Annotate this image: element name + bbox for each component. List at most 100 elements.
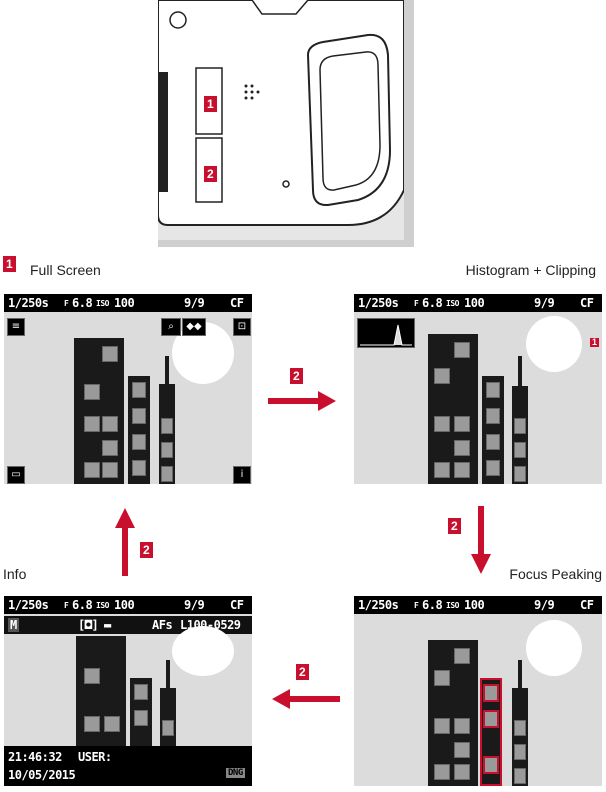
tower-spire (166, 660, 170, 690)
window (486, 434, 500, 450)
window (486, 460, 500, 476)
tower (512, 386, 528, 484)
window (514, 418, 526, 434)
shutter-speed: 1/250s (358, 598, 399, 612)
info-bar-bottom: 21:46:32 USER: 10/05/2015 DNG (4, 746, 252, 786)
shutter-speed: 1/250s (358, 296, 399, 310)
window (84, 416, 100, 432)
screen-focus-peaking: 1/250s F 6.8 ISO 100 9/9 CF (354, 596, 602, 786)
building-tall (74, 338, 124, 484)
iso-prefix: ISO (96, 601, 109, 610)
status-bar: 1/250s F 6.8 ISO 100 9/9 CF (354, 294, 602, 312)
card-type: CF (580, 598, 594, 612)
histogram-label: Histogram + Clipping (465, 262, 596, 278)
arrow-up (115, 508, 135, 576)
window (514, 744, 526, 760)
metering-icon: [◘] (78, 618, 99, 632)
iso: 100 (114, 296, 135, 310)
screen-info: 1/250s F 6.8 ISO 100 9/9 CF M [◘] ▬ AFs … (4, 596, 252, 786)
window (132, 434, 146, 450)
frame-count: 9/9 (534, 296, 555, 310)
aperture: 6.8 (72, 296, 93, 310)
tower-spire (518, 356, 522, 388)
shutter-speed: 1/250s (8, 296, 49, 310)
window (102, 416, 118, 432)
arrow-down-badge: 2 (448, 518, 461, 534)
window (132, 460, 146, 476)
window (514, 768, 526, 784)
window (434, 462, 450, 478)
info-label: Info (3, 566, 27, 582)
capture-date: 10/05/2015 (8, 768, 76, 782)
window (84, 384, 100, 400)
format-icon: DNG (226, 768, 245, 778)
peaking-window (483, 756, 499, 774)
histogram-graph (360, 324, 412, 346)
moon (526, 620, 582, 676)
frame-count: 9/9 (184, 598, 205, 612)
status-bar: 1/250s F 6.8 ISO 100 9/9 CF (4, 596, 252, 614)
full-screen-label: Full Screen (30, 262, 101, 278)
window (514, 720, 526, 736)
arrow-left (272, 689, 340, 709)
zoom-icon[interactable]: ⌕ (161, 318, 181, 336)
iso-prefix: ISO (446, 601, 459, 610)
window (84, 716, 100, 732)
iso: 100 (464, 296, 485, 310)
status-bar: 1/250s F 6.8 ISO 100 9/9 CF (4, 294, 252, 312)
window (132, 408, 146, 424)
window (434, 670, 450, 686)
arrow-up-badge: 2 (140, 542, 153, 558)
window (454, 416, 470, 432)
window (454, 718, 470, 734)
window (161, 418, 173, 434)
aperture-prefix: F (64, 601, 69, 610)
window (134, 710, 148, 726)
aperture: 6.8 (422, 598, 443, 612)
window (514, 466, 526, 482)
window (454, 764, 470, 780)
aperture-prefix: F (64, 299, 69, 308)
window (454, 462, 470, 478)
arrow-right (268, 391, 336, 411)
window (454, 440, 470, 456)
iso: 100 (114, 598, 135, 612)
clipping-marker: 1 (590, 337, 600, 347)
white-balance-icon: ▬ (104, 618, 111, 632)
building-tall (428, 640, 478, 786)
window (84, 462, 100, 478)
window (434, 416, 450, 432)
building-middle (482, 376, 504, 484)
camera-illustration: 1 2 (158, 0, 414, 247)
peaking-window (483, 684, 499, 702)
window (434, 718, 450, 734)
shutter-speed: 1/250s (8, 598, 49, 612)
window (161, 442, 173, 458)
window (454, 342, 470, 358)
iso-prefix: ISO (446, 299, 459, 308)
menu-icon[interactable]: ≡ (7, 318, 25, 336)
view-icon[interactable]: ◆◆ (182, 318, 206, 336)
full-screen-badge: 1 (3, 256, 16, 272)
screen-full-screen: 1/250s F 6.8 ISO 100 9/9 CF ≡ ⌕ ◆◆ ⊡ ▭ i (4, 294, 252, 484)
protect-icon[interactable]: ⊡ (233, 318, 251, 336)
iso-prefix: ISO (96, 299, 109, 308)
camera-body-drawing (158, 0, 414, 247)
play-mode-icon[interactable]: ▭ (7, 466, 25, 484)
user-label: USER: (78, 750, 112, 764)
window (102, 440, 118, 456)
tower-spire (165, 356, 169, 386)
card-type: CF (580, 296, 594, 310)
window (486, 408, 500, 424)
aperture: 6.8 (422, 296, 443, 310)
building-middle (128, 376, 150, 484)
window (434, 764, 450, 780)
button-2-badge: 2 (204, 166, 217, 182)
window (134, 684, 148, 700)
window (161, 466, 173, 482)
window (102, 346, 118, 362)
moon (172, 626, 234, 676)
window (514, 442, 526, 458)
af-mode: AFs (152, 618, 173, 632)
info-icon[interactable]: i (233, 466, 251, 484)
